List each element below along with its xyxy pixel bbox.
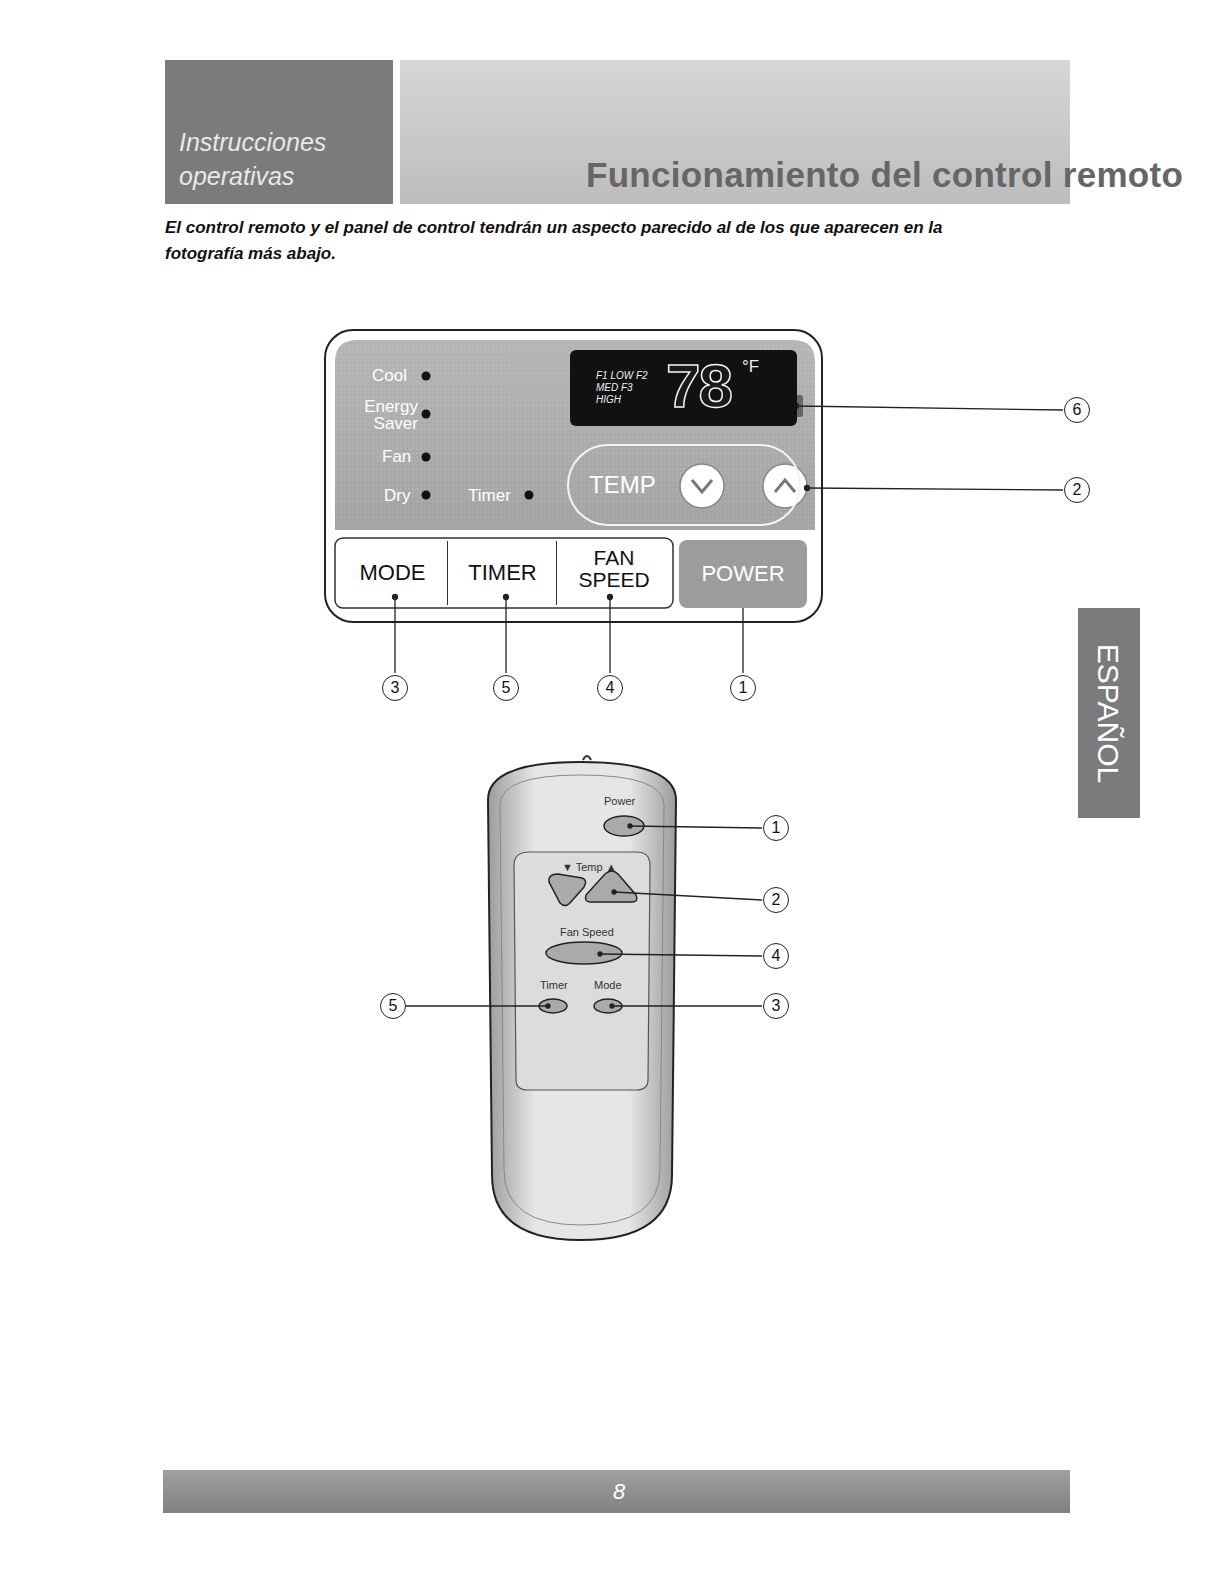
node-text: Funcionamiento del control remoto — [586, 156, 1183, 195]
node-text: 8 — [613, 1480, 625, 1504]
power-button: POWER — [679, 540, 807, 608]
node-text: Instrucciones operativas — [179, 126, 379, 194]
mode-button: MODE — [338, 541, 447, 605]
callout-number: 2 — [763, 887, 789, 913]
callout-number: 6 — [1064, 397, 1090, 423]
node-text: FAN SPEED — [564, 547, 664, 591]
callout-number: 1 — [763, 815, 789, 841]
mode-led-label: Fan — [382, 447, 411, 467]
callout-number: 3 — [763, 993, 789, 1019]
fan-speed-button: FAN SPEED — [556, 541, 670, 605]
node-subtext: °F — [742, 358, 759, 377]
temp-oval: TEMP — [567, 444, 801, 526]
language-tab: ESPAÑOL — [1078, 608, 1140, 818]
remote-body: Power ▼ Temp ▲ Fan SpeedTimer Mode — [488, 762, 678, 1240]
remote-control — [488, 756, 676, 1240]
callout-number: 4 — [763, 943, 789, 969]
page-footer: 8 — [163, 1470, 1070, 1513]
node-text: Power — [604, 795, 635, 807]
header-band: Funcionamiento del control remoto — [400, 60, 1070, 204]
timer-button: TIMER — [447, 541, 556, 605]
node-subtext: Mode — [594, 979, 622, 991]
node-text: ESPAÑOL — [1093, 643, 1126, 783]
control-panel — [325, 330, 822, 622]
node-text: TEMP — [589, 472, 656, 498]
leader-lines — [393, 404, 1064, 674]
mode-led-label: Dry — [384, 486, 410, 506]
display-window: F1 LOW F2 MED F3 HIGH 78 °F — [570, 350, 797, 426]
node-text: POWER — [701, 562, 784, 586]
mode-led-label: Energy Saver — [358, 398, 418, 432]
node-text: F1 LOW F2 MED F3 HIGH — [596, 370, 650, 406]
callout-number: 5 — [380, 993, 406, 1019]
header-tab: Instrucciones operativas — [165, 60, 393, 204]
callout-number: 3 — [382, 675, 408, 701]
node-subtext: Timer — [540, 979, 568, 991]
callout-number: 1 — [730, 675, 756, 701]
node-text: TIMER — [468, 561, 536, 585]
footer-texture — [163, 1470, 1070, 1513]
node-subtext: 78 — [666, 352, 731, 420]
callout-number: 4 — [597, 675, 623, 701]
leader-lines — [406, 824, 762, 1008]
node-subtext: ▼ Temp ▲ — [562, 861, 617, 873]
callout-number: 5 — [493, 675, 519, 701]
timer-led-label: Timer — [468, 486, 511, 506]
node-text: MODE — [360, 561, 426, 585]
node-subtext: Fan Speed — [560, 926, 614, 938]
intro-note: El control remoto y el panel de control … — [165, 215, 1025, 266]
mode-led-label: Cool — [372, 366, 407, 386]
callout-number: 2 — [1064, 477, 1090, 503]
